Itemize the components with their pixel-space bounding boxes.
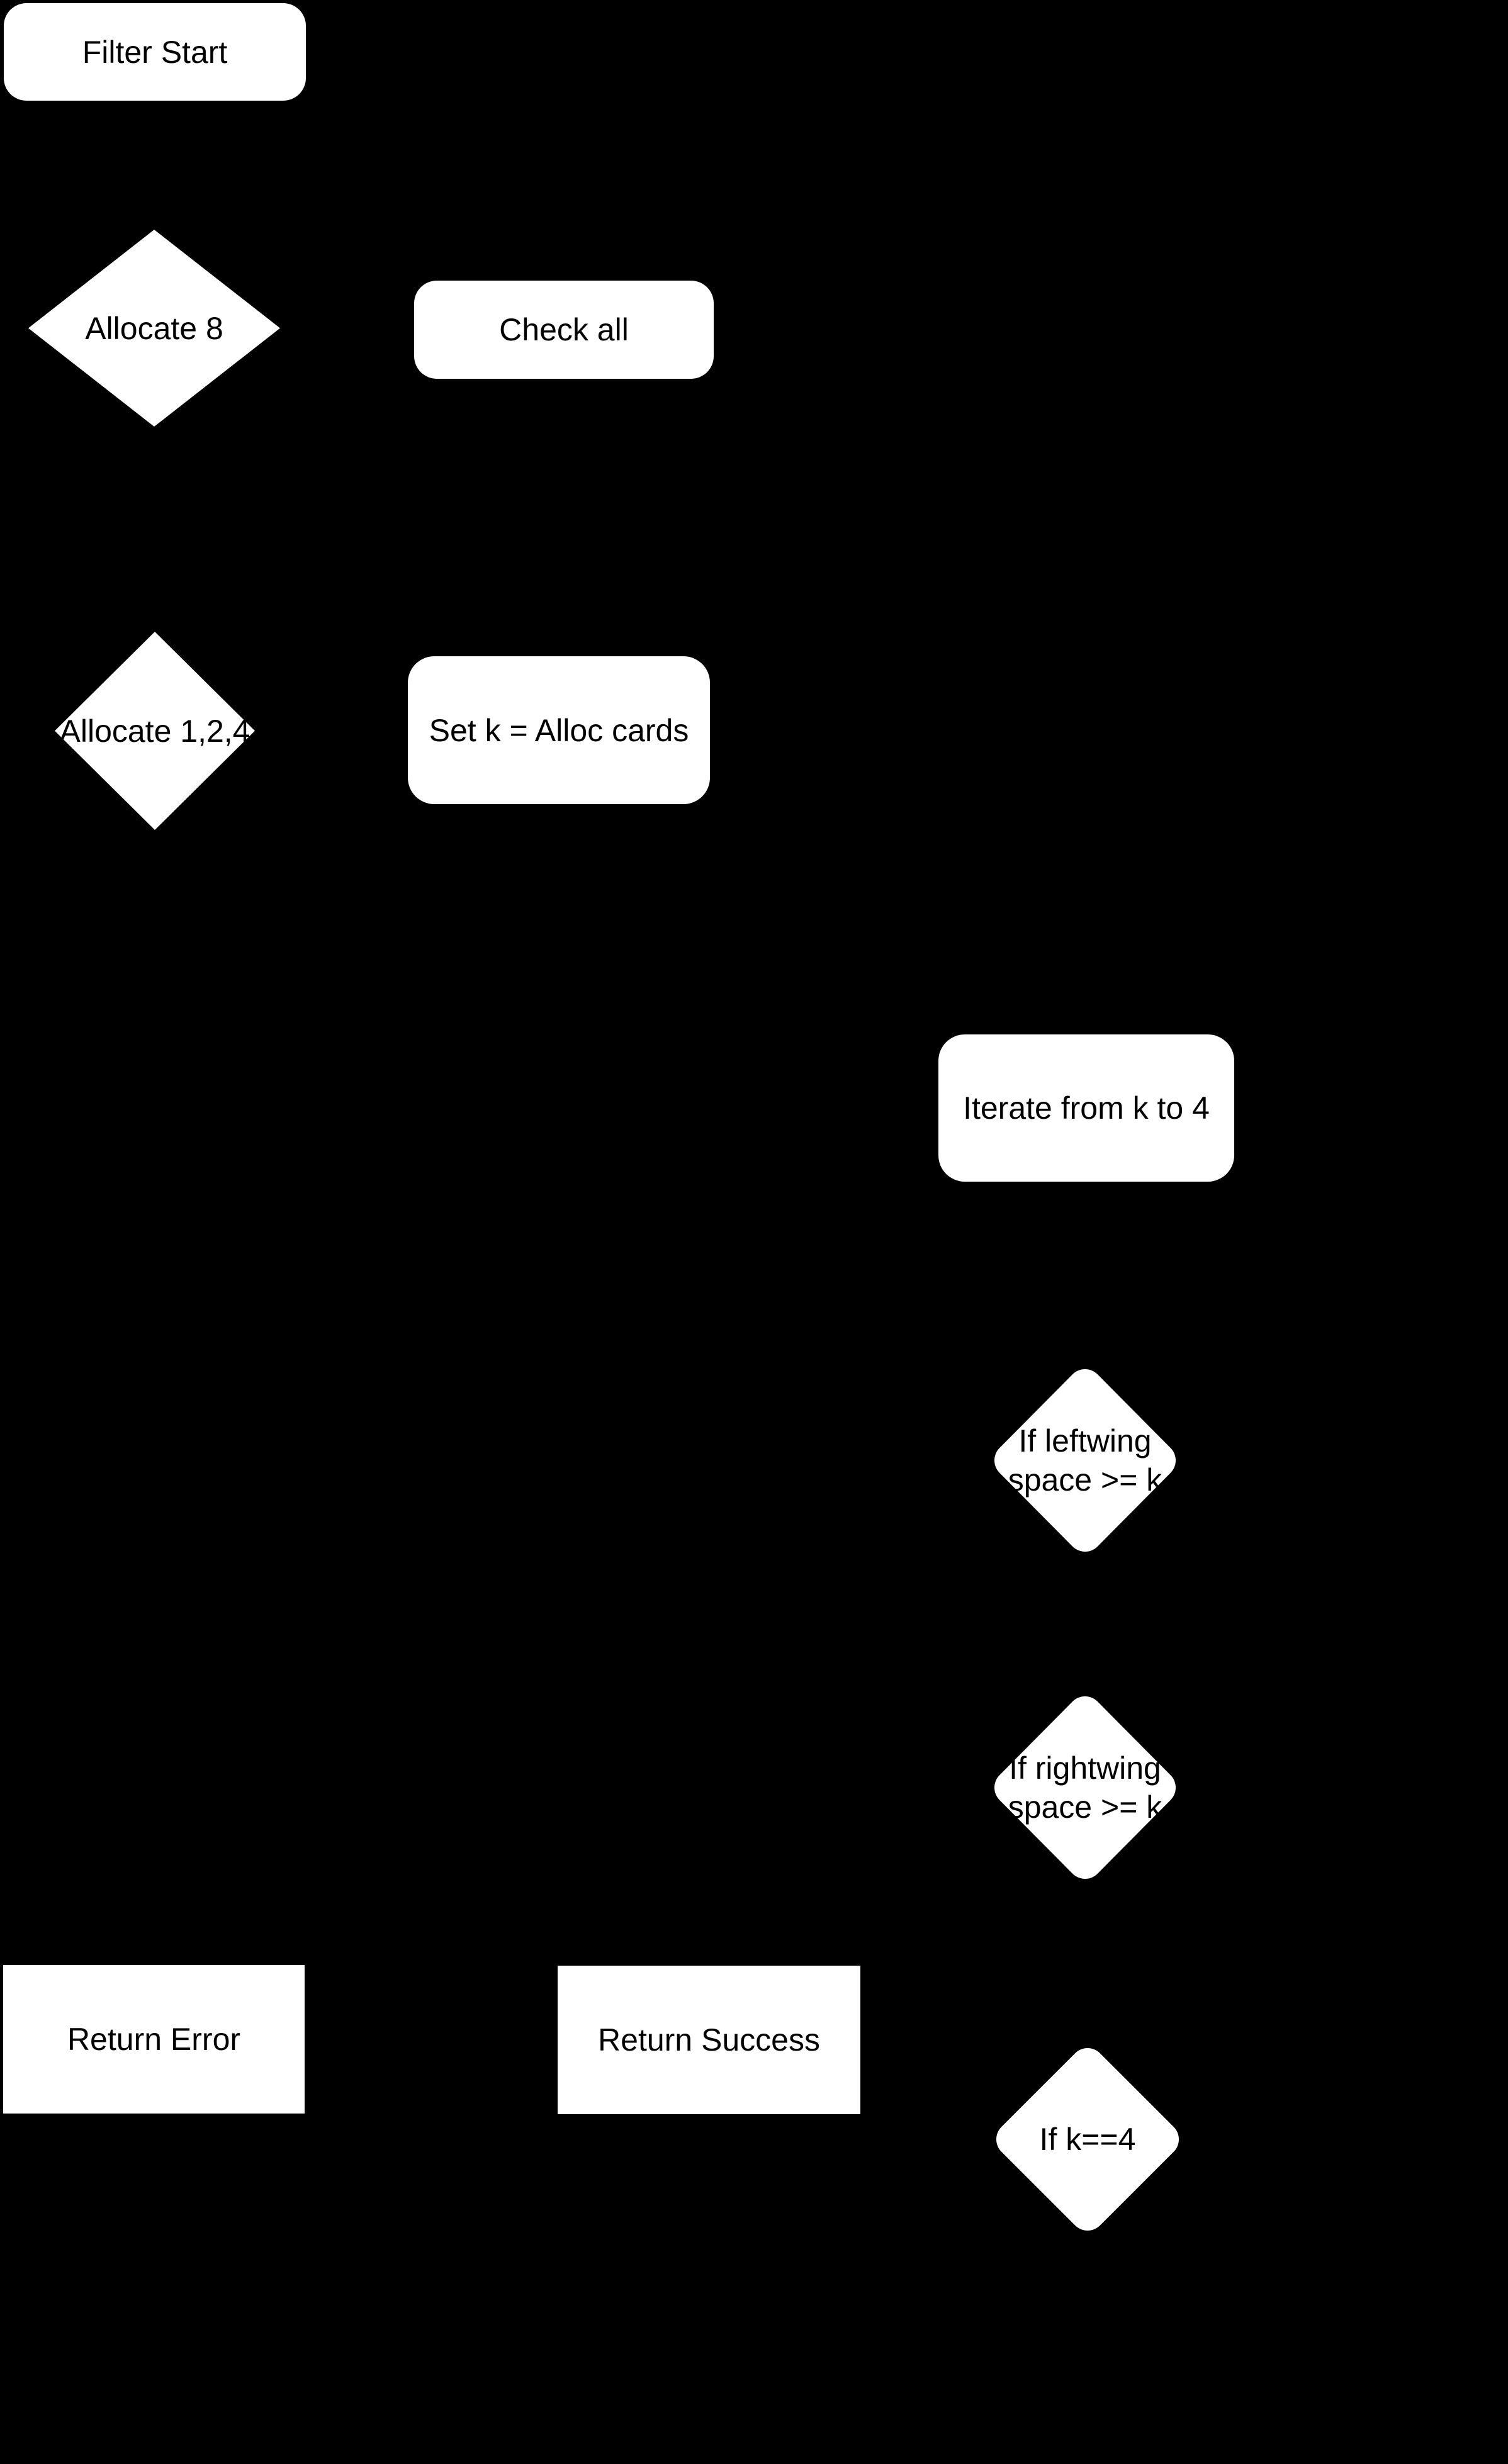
node-label: Set k = Alloc cards	[429, 712, 689, 748]
node-label: Return Success	[598, 2022, 820, 2058]
node-iterate: Iterate from k to 4	[938, 1034, 1234, 1182]
node-label: Check all	[499, 312, 629, 347]
diamond-shape	[996, 2048, 1179, 2231]
node-check-all: Check all	[414, 281, 714, 379]
diamond-shape	[55, 632, 255, 830]
node-if-k4: If k==4	[996, 2048, 1179, 2231]
node-label: Allocate 8	[85, 310, 223, 346]
node-set-k: Set k = Alloc cards	[408, 656, 710, 804]
node-label: Iterate from k to 4	[963, 1090, 1210, 1126]
node-allocate-8: Allocate 8	[28, 230, 280, 427]
node-label: If k==4	[1039, 2122, 1136, 2157]
node-allocate-124: Allocate 1,2,4	[55, 632, 255, 830]
node-label-line1: If leftwing	[1018, 1423, 1152, 1459]
diamond-shape	[994, 1696, 1176, 1879]
node-label: Filter Start	[82, 34, 228, 70]
node-label-line2: space >= k	[1008, 1789, 1162, 1825]
node-return-success: Return Success	[558, 1966, 860, 2114]
node-label-line1: If rightwing	[1009, 1750, 1161, 1786]
node-return-error: Return Error	[3, 1965, 305, 2114]
diamond-shape	[994, 1369, 1176, 1552]
node-label-line2: space >= k	[1008, 1462, 1162, 1498]
node-label: Allocate 1,2,4	[59, 713, 250, 749]
node-label: Return Error	[67, 2022, 241, 2057]
diamond-shape	[28, 230, 280, 427]
node-filter-start: Filter Start	[4, 3, 306, 101]
